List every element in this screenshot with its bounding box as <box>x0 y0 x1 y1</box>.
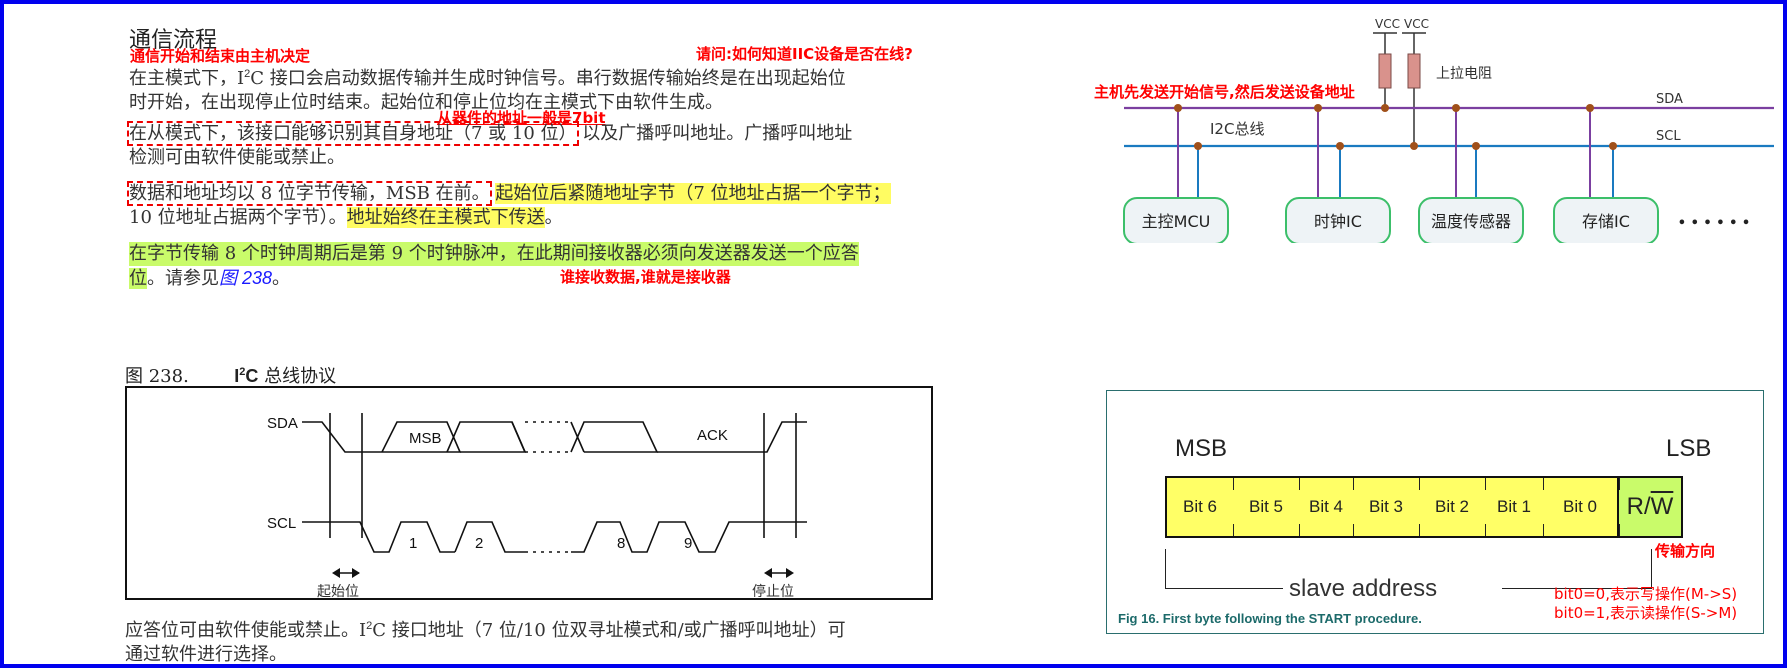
annotation-question: 请问:如何知道IIC设备是否在线? <box>696 45 913 63</box>
highlight-ack-pulse: 在字节传输 8 个时钟周期后是第 9 个时钟脉冲，在此期间接收器必须向发送器发送… <box>129 242 859 266</box>
bit-3-cell: Bit 3 <box>1353 478 1419 536</box>
section-title: 通信流程 <box>129 28 218 53</box>
svg-text:温度传感器: 温度传感器 <box>1431 212 1511 231</box>
fig16-caption: Fig 16. First byte following the START p… <box>1118 611 1422 626</box>
pullup-resistor-scl <box>1407 53 1421 89</box>
stop-bit-label: 停止位 <box>752 583 794 598</box>
more-devices-ellipsis: • • • • • • <box>1678 216 1750 231</box>
svg-text:存储IC: 存储IC <box>1582 212 1630 231</box>
slave-address-label: slave address <box>1289 575 1438 602</box>
timing-sda-label: SDA <box>267 415 298 432</box>
i2c-bus-diagram: VCC VCC 上拉电阻 I2C总线 SDA SCL 主控MCU 时钟IC <box>1123 17 1774 243</box>
figure-238-caption: 图 238. I2CC 总线协议 总线协议 <box>125 366 337 387</box>
bracket-right <box>1651 549 1652 589</box>
start-bit-label: 起始位 <box>317 584 359 598</box>
bit-4-cell: Bit 4 <box>1299 478 1353 536</box>
bracket-bottom-left <box>1165 588 1283 589</box>
pullup-resistor-label: 上拉电阻 <box>1436 66 1492 82</box>
bit-2-cell: Bit 2 <box>1419 478 1485 536</box>
clock-8-label: 8 <box>617 535 625 552</box>
i2c-timing-diagram: SDA SCL MSB ACK 1 2 8 9 起始位 停止位 <box>125 386 933 600</box>
first-byte-figure: MSB LSB Bit 6 Bit 5 Bit 4 Bit 3 Bit 2 Bi… <box>1106 390 1764 634</box>
pullup-resistor-sda <box>1378 53 1392 89</box>
paragraph-byte-transfer: 数据和地址均以 8 位字节传输，MSB 在前。 起始位后紧随地址字节（7 位地址… <box>127 181 891 228</box>
device-temp-sensor <box>1418 197 1524 243</box>
paragraph-ack-software: 应答位可由软件使能或禁止。I2C 接口地址（7 位/10 位双寻址模式和/或广播… <box>125 620 846 665</box>
paragraph-slave-mode: 在从模式下，该接口能够识别其自身地址（7 或 10 位） 以及广播呼叫地址。广播… <box>127 121 853 168</box>
annotation-bit0-read: bit0=1,表示读操作(S->M) <box>1554 604 1738 622</box>
boxed-msb-first: 数据和地址均以 8 位字节传输，MSB 在前。 <box>127 181 492 206</box>
vcc-label-1: VCC <box>1375 17 1400 31</box>
timing-waveform: SDA SCL MSB ACK 1 2 8 9 起始位 停止位 <box>267 413 807 598</box>
annotation-master-sends: 主机先发送开始信号,然后发送设备地址 <box>1094 83 1355 101</box>
lsb-label: LSB <box>1666 435 1712 462</box>
annotation-bit0-write: bit0=0,表示写操作(M->S) <box>1554 585 1738 603</box>
device-clock-ic <box>1285 197 1391 243</box>
timing-msb-label: MSB <box>409 430 442 447</box>
scl-line-label: SCL <box>1656 129 1681 144</box>
bracket-left <box>1165 549 1166 589</box>
figure-238-link[interactable]: 图 238 <box>219 268 273 288</box>
timing-ack-label: ACK <box>697 427 728 444</box>
msb-label: MSB <box>1175 435 1228 462</box>
paragraph-master-mode: 在主模式下，I2C 接口会启动数据传输并生成时钟信号。串行数据传输始终是在出现起… <box>129 68 846 113</box>
clock-1-label: 1 <box>409 535 417 552</box>
device-master-mcu <box>1123 197 1229 243</box>
boxed-slave-address: 在从模式下，该接口能够识别其自身地址（7 或 10 位） <box>127 121 579 146</box>
svg-text:主控MCU: 主控MCU <box>1142 212 1211 231</box>
clock-2-label: 2 <box>475 535 483 552</box>
rw-bit-cell: R/W <box>1617 478 1681 536</box>
bit-0-cell: Bit 0 <box>1543 478 1617 536</box>
highlight-address-master: 地址始终在主模式下传送 <box>346 207 545 228</box>
sda-line-label: SDA <box>1656 92 1683 107</box>
device-storage-ic <box>1553 197 1659 243</box>
svg-text:时钟IC: 时钟IC <box>1314 212 1362 231</box>
bit-1-cell: Bit 1 <box>1485 478 1543 536</box>
bit-6-cell: Bit 6 <box>1167 478 1233 536</box>
bit-5-cell: Bit 5 <box>1233 478 1299 536</box>
annotation-start-end: 通信开始和结束由主机决定 <box>130 47 311 65</box>
annotation-7bit: 从器件的地址一般是7bit <box>437 109 606 127</box>
highlight-address-byte: 起始位后紧随地址字节（7 位地址占据一个字节； <box>495 183 891 204</box>
timing-scl-label: SCL <box>267 515 296 532</box>
annotation-receiver: 谁接收数据,谁就是接收器 <box>560 268 731 286</box>
vcc-label-2: VCC <box>1404 17 1429 31</box>
paragraph-ack: 在字节传输 8 个时钟周期后是第 9 个时钟脉冲，在此期间接收器必须向发送器发送… <box>129 242 859 289</box>
i2c-bus-label: I2C总线 <box>1210 120 1264 138</box>
clock-9-label: 9 <box>684 535 692 552</box>
address-byte-row: Bit 6 Bit 5 Bit 4 Bit 3 Bit 2 Bit 1 Bit … <box>1165 476 1683 538</box>
bracket-bottom-right <box>1502 588 1652 589</box>
annotation-direction: 传输方向 <box>1655 542 1716 560</box>
